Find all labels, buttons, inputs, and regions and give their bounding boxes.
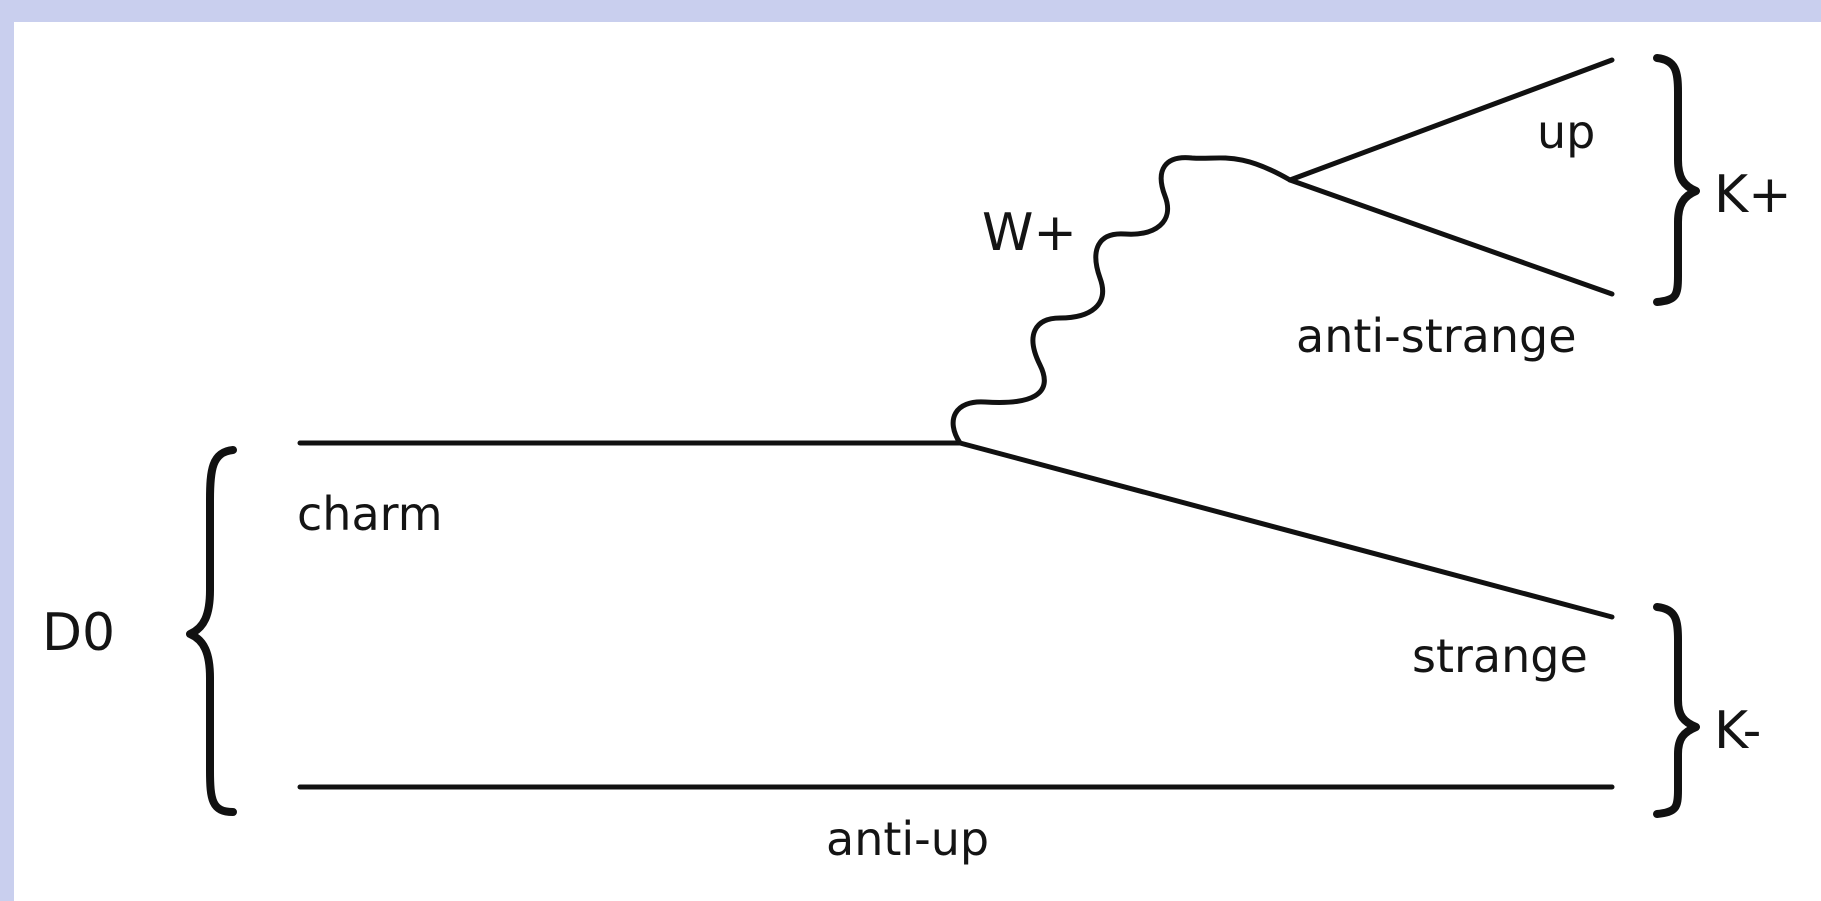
- k-minus-brace: [1653, 603, 1700, 818]
- k-minus-label: K-: [1714, 701, 1761, 761]
- strange-label: strange: [1412, 629, 1588, 683]
- k-plus-label: K+: [1714, 165, 1792, 225]
- d0-brace: [186, 446, 237, 816]
- w-boson-wavy-line: [950, 155, 1293, 446]
- anti-strange-quark-line: [1287, 177, 1615, 297]
- charm-label: charm: [297, 487, 443, 541]
- up-quark-line: [1287, 57, 1615, 183]
- anti-strange-label: anti-strange: [1296, 309, 1577, 363]
- strange-quark-line: [957, 440, 1615, 620]
- w-plus-label: W+: [982, 203, 1077, 263]
- d0-label: D0: [42, 603, 115, 663]
- paper-background: [14, 22, 1821, 901]
- up-label: up: [1537, 105, 1595, 159]
- k-plus-brace: [1653, 54, 1700, 306]
- anti-up-label: anti-up: [826, 812, 989, 866]
